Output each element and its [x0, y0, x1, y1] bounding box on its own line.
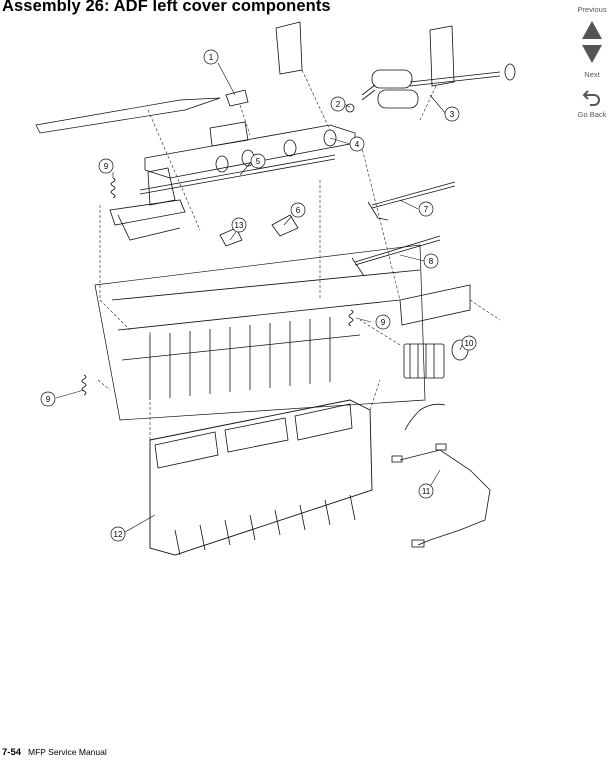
callout-4: 4	[355, 140, 360, 149]
navigation-panel: Previous Next Go Back	[570, 0, 608, 130]
manual-title: MFP Service Manual	[28, 747, 107, 757]
callout-9-upper: 9	[104, 162, 109, 171]
page-number: 7-54	[2, 747, 22, 758]
go-back-label: Go Back	[577, 110, 607, 119]
callout-11: 11	[422, 487, 431, 496]
previous-label: Previous	[577, 5, 607, 14]
page-footer: 7-54 MFP Service Manual	[2, 747, 107, 758]
callout-13: 13	[235, 221, 244, 230]
previous-arrow-icon[interactable]	[581, 20, 603, 40]
page-title: Assembly 26: ADF left cover components	[2, 0, 331, 15]
callout-2: 2	[336, 100, 341, 109]
go-back-icon[interactable]	[582, 88, 602, 106]
next-label: Next	[584, 70, 600, 79]
exploded-view-diagram: 1 2 3 4 5 6 7 8 9 9 9 10 11 12 13	[35, 21, 516, 556]
next-arrow-icon[interactable]	[581, 44, 603, 64]
callout-3: 3	[450, 110, 455, 119]
callout-labels: 1 2 3 4 5 6 7 8 9 9 9 10 11 12 13	[40, 49, 477, 542]
callout-8: 8	[429, 257, 434, 266]
callout-7: 7	[424, 205, 429, 214]
callout-5: 5	[256, 157, 261, 166]
callout-1: 1	[209, 53, 214, 62]
callout-9-middle: 9	[381, 318, 386, 327]
callout-9-lower: 9	[46, 395, 51, 404]
callout-10: 10	[465, 339, 474, 348]
callout-6: 6	[296, 206, 301, 215]
callout-12: 12	[114, 530, 123, 539]
